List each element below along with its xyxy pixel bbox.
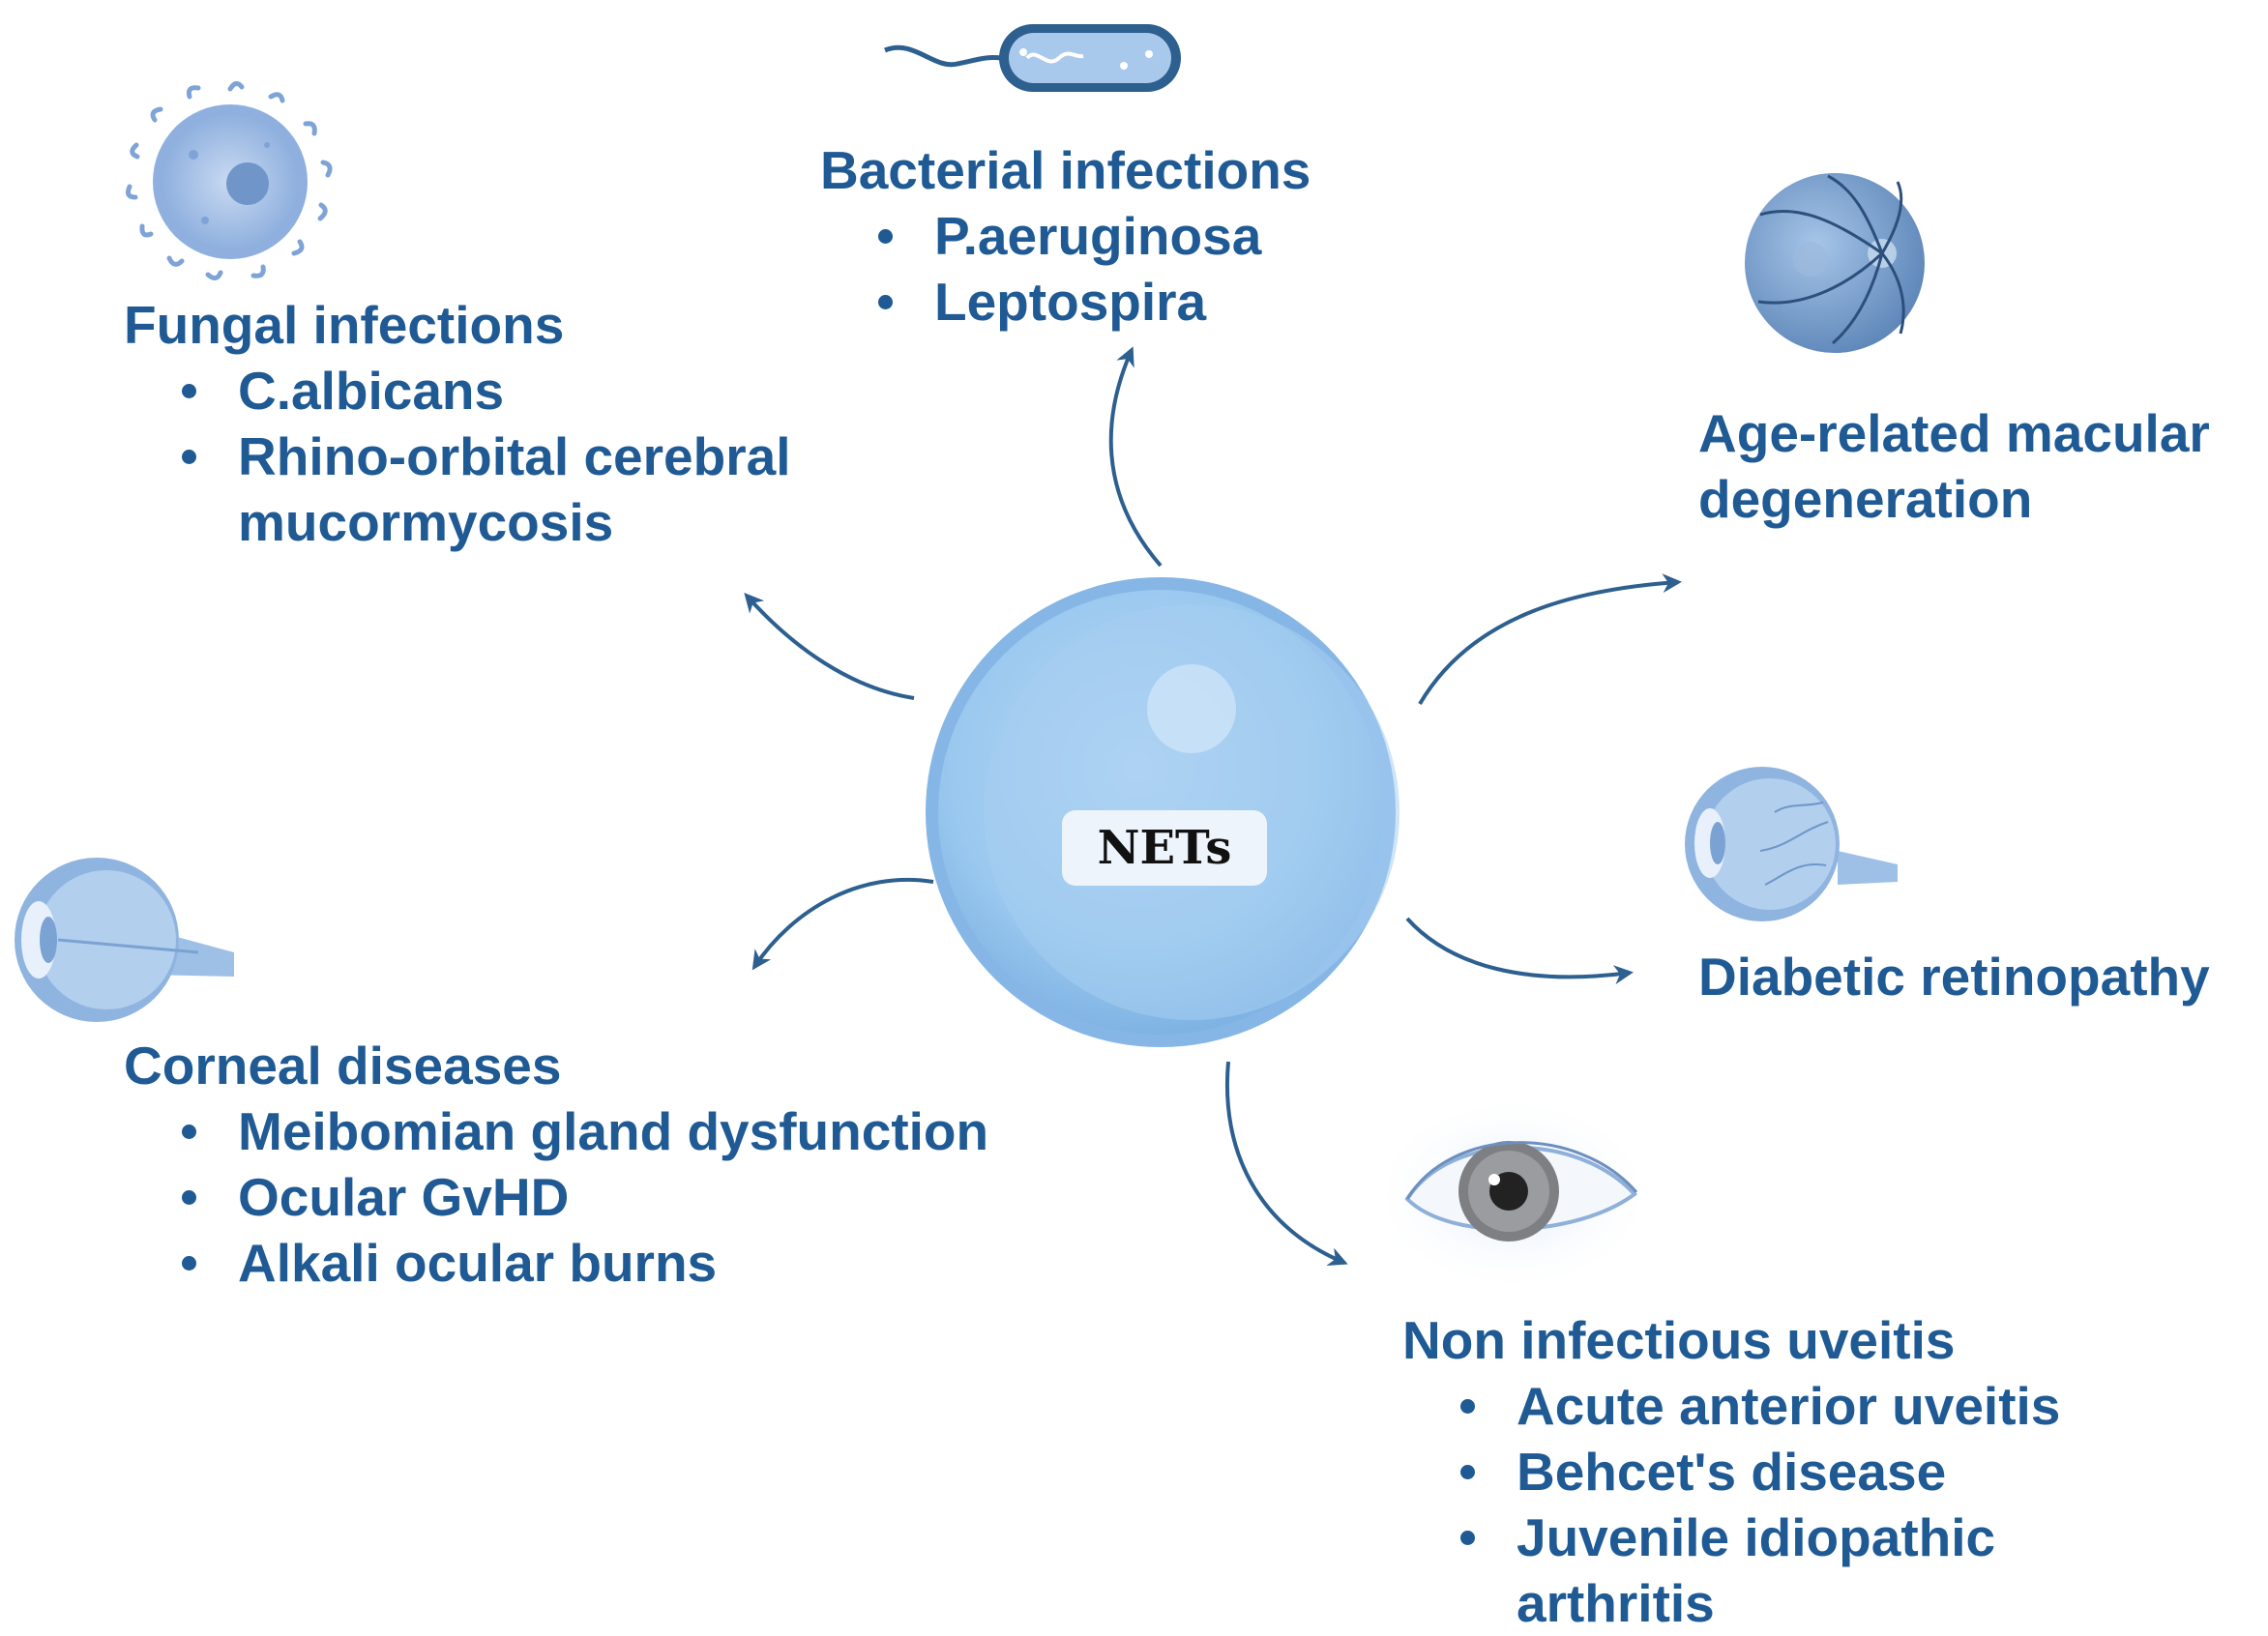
list-item: Rhino-orbital cerebral mucormycosis [182,424,838,555]
list-item: C.albicans [182,358,838,424]
list-item: Acute anterior uveitis [1459,1373,2060,1439]
arrow-to-dr [1405,917,1634,985]
arrow-to-bacterial [1108,346,1163,568]
list-item: Meibomian gland dysfunction [181,1098,988,1164]
amd-group: Age-related macular degeneration [1698,400,2268,532]
non-infectious-uveitis-group: Non infectious uveitis Acute anterior uv… [1402,1307,2060,1636]
arrow-to-amd [1418,573,1682,706]
arrow-to-uveitis [1225,1061,1348,1266]
fungal-infections-title: Fungal infections [124,295,565,355]
bacterial-infections-group: Bacterial infections P.aeruginosa Leptos… [820,137,1311,335]
corneal-diseases-title: Corneal diseases [124,1036,562,1096]
non-infectious-uveitis-list: Acute anterior uveitis Behcet's disease … [1402,1373,2060,1636]
list-item: Alkali ocular burns [181,1230,988,1296]
nets-label: NETs [1062,810,1267,886]
list-item: P.aeruginosa [877,203,1311,269]
diabetic-retinopathy-group: Diabetic retinopathy [1698,944,2210,1009]
arrow-to-fungal [744,593,915,700]
list-item: Behcet's disease [1459,1439,2060,1505]
corneal-diseases-list: Meibomian gland dysfunction Ocular GvHD … [124,1098,988,1296]
eyeball-cross-section-icon [15,858,234,1022]
fungus-icon [126,81,333,280]
fungal-infections-group: Fungal infections C.albicans Rhino-orbit… [124,292,838,555]
eyeball-cross-section-icon [1685,767,1898,921]
fungal-infections-list: C.albicans Rhino-orbital cerebral mucorm… [124,358,838,555]
amd-title: Age-related macular degeneration [1698,403,2210,529]
corneal-diseases-group: Corneal diseases Meibomian gland dysfunc… [124,1033,988,1296]
connector-arrows [744,346,1682,1266]
arrow-to-corneal [751,877,934,971]
list-item: Leptospira [877,269,1311,335]
list-item: Ocular GvHD [181,1164,988,1230]
bacterial-infections-list: P.aeruginosa Leptospira [820,203,1311,335]
bacterial-infections-title: Bacterial infections [820,140,1311,200]
retina-fundus-icon [1745,173,1925,353]
list-item: Juvenile idiopathic arthritis [1460,1505,2058,1636]
eye-icon [1368,1093,1658,1296]
non-infectious-uveitis-title: Non infectious uveitis [1402,1310,1956,1370]
diabetic-retinopathy-title: Diabetic retinopathy [1698,947,2210,1007]
bacterium-icon [884,24,1181,92]
